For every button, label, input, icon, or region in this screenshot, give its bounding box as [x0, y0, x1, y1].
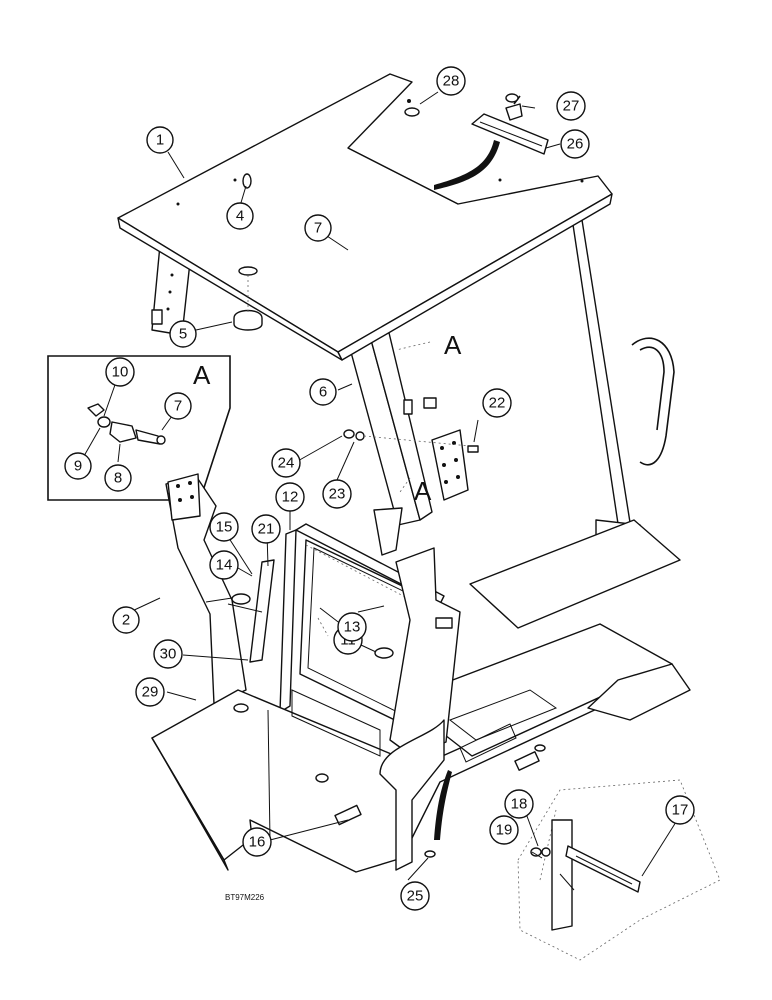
- callout-18: 18: [504, 789, 534, 819]
- callout-7-detail-label: 7: [174, 398, 182, 415]
- callout-16: 16: [242, 827, 272, 857]
- detail-a-label: A: [193, 360, 211, 390]
- callout-27-label: 27: [563, 98, 580, 115]
- callout-28-label: 28: [443, 73, 460, 90]
- callout-10: 10: [105, 357, 135, 387]
- section-a-arrow-upper: A: [444, 330, 462, 360]
- callout-2: 2: [112, 606, 140, 634]
- callout-23: 23: [322, 479, 352, 509]
- callout-13: 13: [337, 612, 367, 642]
- callout-9-label: 9: [74, 458, 82, 475]
- callout-28: 28: [436, 66, 466, 96]
- callout-4: 4: [226, 202, 254, 230]
- callout-26-label: 26: [567, 136, 584, 153]
- callout-26: 26: [560, 129, 590, 159]
- callout-10-label: 10: [112, 364, 129, 381]
- callout-24-label: 24: [278, 455, 295, 472]
- callout-24: 24: [271, 448, 301, 478]
- callout-5-label: 5: [179, 326, 187, 343]
- fastener-cluster: [343, 341, 479, 493]
- drawing-id: BT97M226: [225, 893, 265, 902]
- callout-1: 1: [146, 126, 174, 154]
- callout-13-label: 13: [344, 619, 361, 636]
- callout-23-label: 23: [329, 486, 346, 503]
- callout-16-label: 16: [249, 834, 266, 851]
- callout-19: 19: [489, 815, 519, 845]
- callout-29: 29: [135, 677, 165, 707]
- callout-30: 30: [153, 639, 183, 669]
- callout-2-label: 2: [122, 612, 130, 629]
- callout-12-label: 12: [282, 489, 299, 506]
- callout-12: 12: [275, 482, 305, 512]
- callout-7: 7: [304, 214, 332, 242]
- callout-14-label: 14: [216, 557, 233, 574]
- inset-bracket: [517, 779, 721, 961]
- callout-6-label: 6: [319, 384, 327, 401]
- callout-7-label: 7: [314, 220, 322, 237]
- callout-27: 27: [556, 91, 586, 121]
- callout-25: 25: [400, 881, 430, 911]
- callout-15-label: 15: [216, 519, 233, 536]
- callout-14: 14: [209, 550, 239, 580]
- callout-17-label: 17: [672, 802, 689, 819]
- detail-a-box: [47, 355, 231, 501]
- callout-6: 6: [309, 378, 337, 406]
- callout-30-label: 30: [160, 646, 177, 663]
- callout-8-label: 8: [114, 470, 122, 487]
- callout-4-label: 4: [236, 208, 244, 225]
- canopy-roof: [117, 73, 613, 361]
- callout-18-label: 18: [511, 796, 528, 813]
- left-front-post: [165, 473, 247, 705]
- callout-17: 17: [665, 795, 695, 825]
- callout-7-detail: 7: [164, 392, 192, 420]
- callout-15: 15: [209, 512, 239, 542]
- callout-21: 21: [251, 514, 281, 544]
- callout-21-label: 21: [258, 521, 275, 538]
- callout-22: 22: [482, 388, 512, 418]
- callout-19-label: 19: [496, 822, 513, 839]
- callout-1-label: 1: [156, 132, 164, 149]
- callout-22-label: 22: [489, 395, 506, 412]
- section-a-arrow-lower: A: [414, 476, 432, 506]
- callout-5: 5: [169, 320, 197, 348]
- callout-8: 8: [104, 464, 132, 492]
- callout-9: 9: [64, 452, 92, 480]
- rear-view-mirror: [434, 93, 549, 190]
- callout-29-label: 29: [142, 684, 159, 701]
- callout-25-label: 25: [407, 888, 424, 905]
